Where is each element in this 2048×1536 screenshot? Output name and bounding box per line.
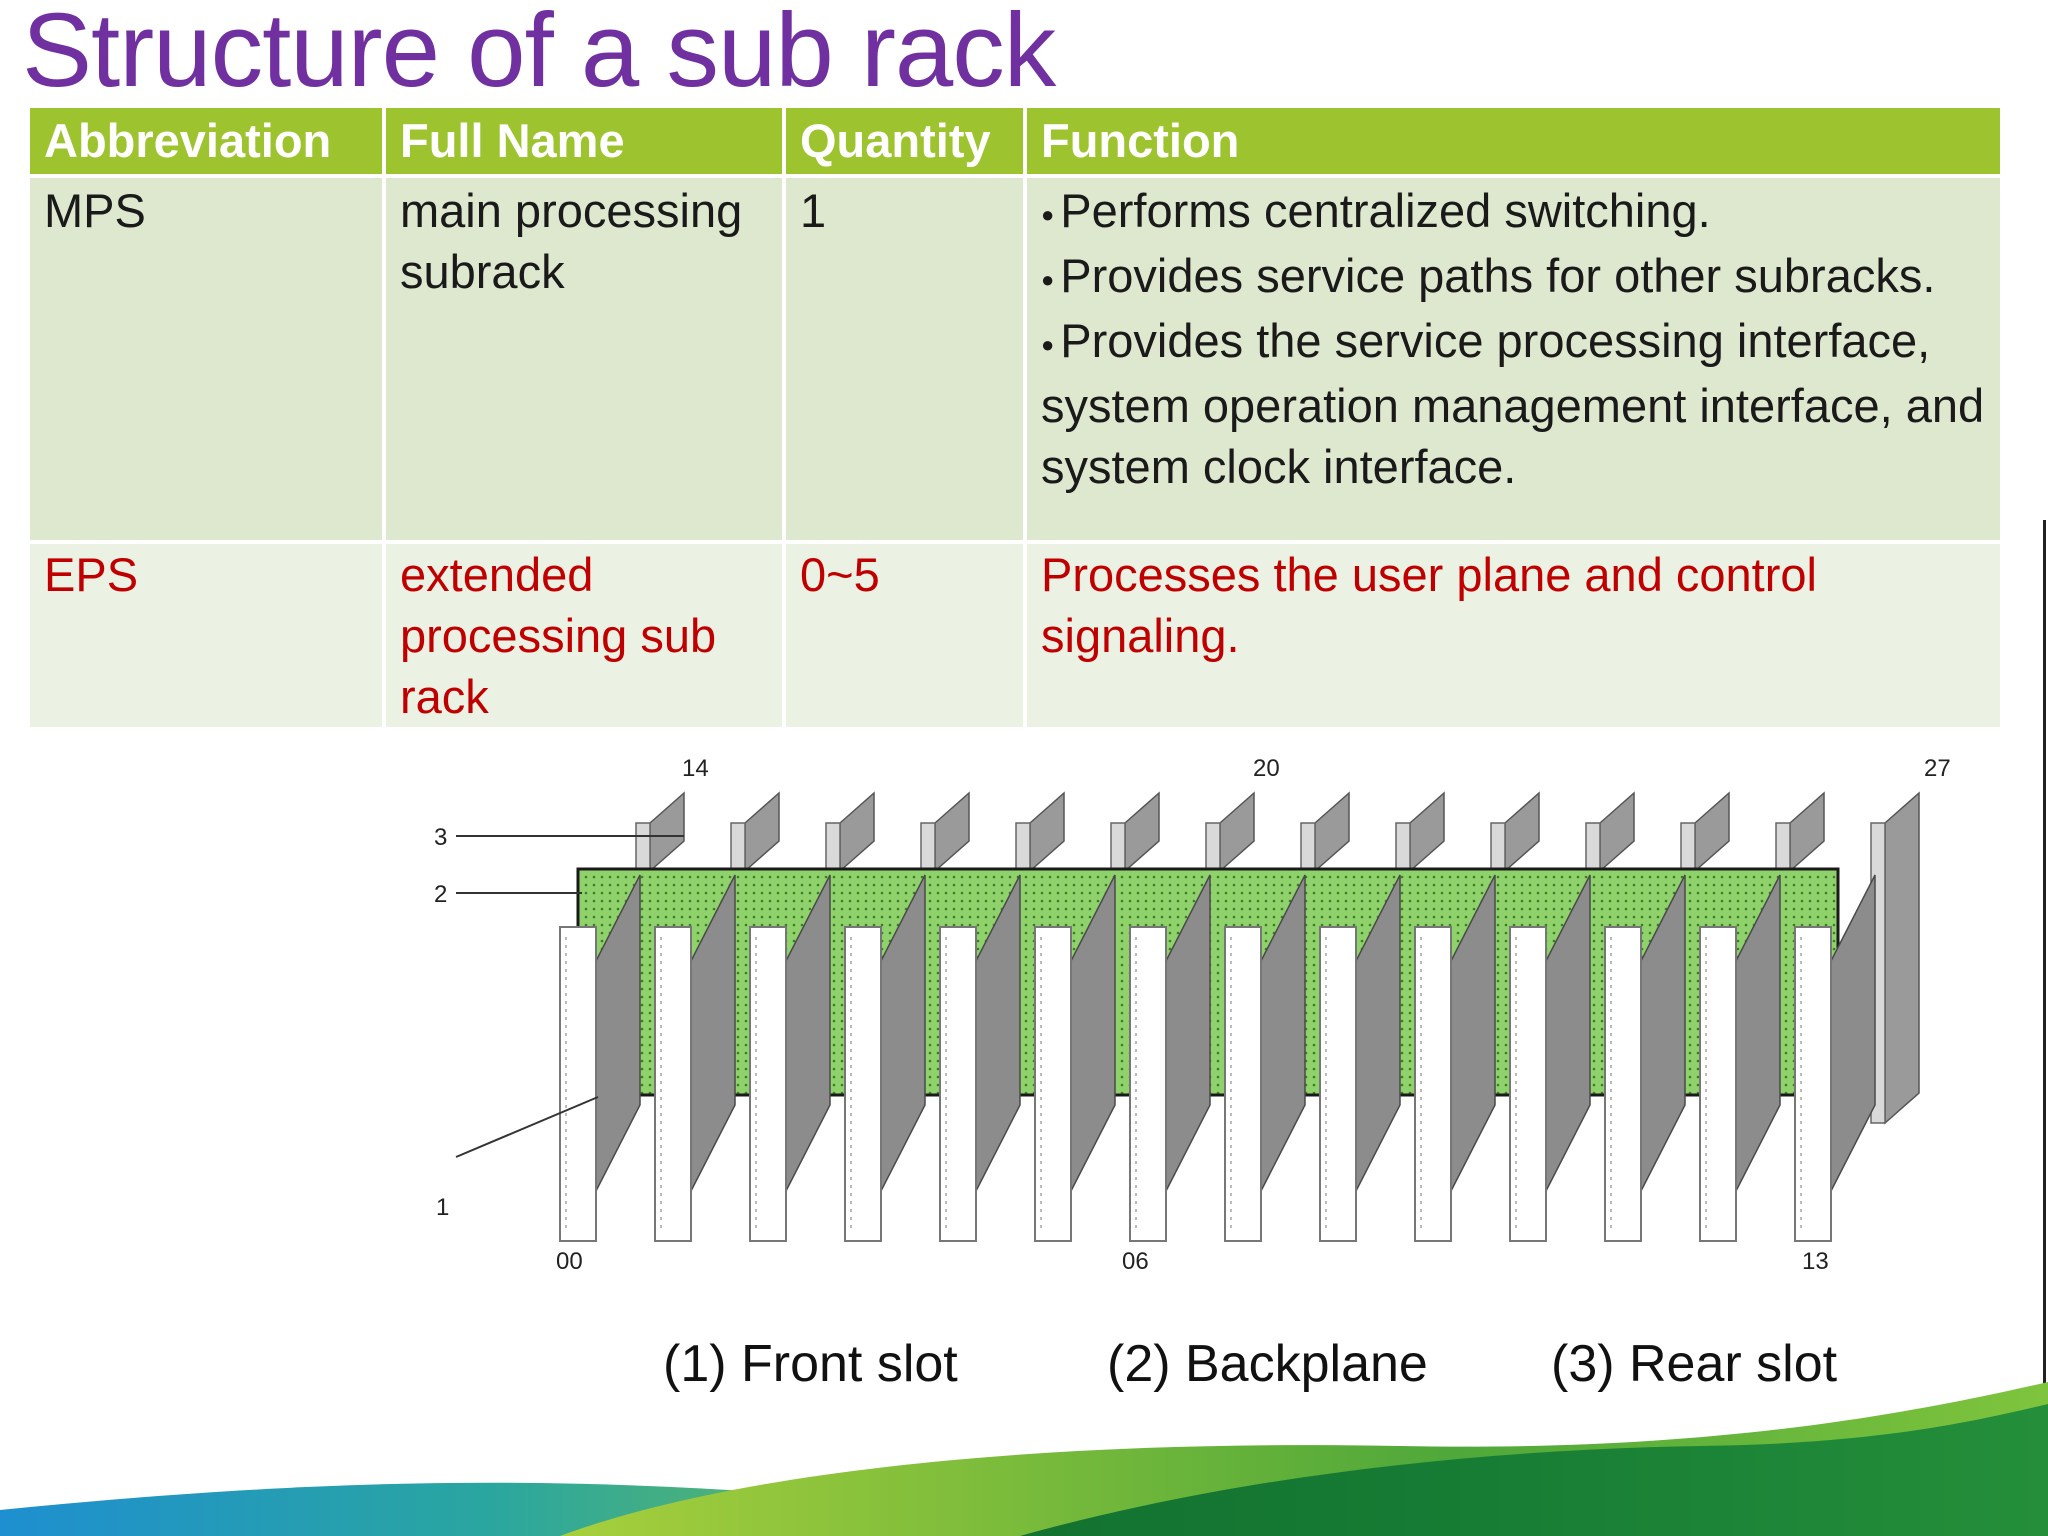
slot-label-top: 27 — [1924, 755, 1951, 782]
slide-edge-line — [2043, 520, 2046, 1536]
table-header-row: Abbreviation Full Name Quantity Function — [26, 104, 2004, 178]
rear-slot-board — [839, 791, 875, 873]
rear-slot-board — [649, 791, 685, 873]
header-abbreviation: Abbreviation — [26, 104, 386, 178]
header-full-name: Full Name — [382, 104, 786, 178]
rear-slot-edge — [825, 822, 841, 872]
rear-slot-board — [1124, 791, 1160, 873]
rear-slot-board — [1789, 791, 1825, 873]
caption-backplane: (2) Backplane — [1107, 1335, 1428, 1393]
slot-label-bottom: 00 — [556, 1248, 583, 1275]
rear-slot-board — [934, 791, 970, 873]
function-bullet-text: Provides the service processing interfac… — [1041, 314, 1985, 494]
subrack-table: Abbreviation Full Name Quantity Function… — [26, 104, 2004, 731]
callout-label-backplane: 2 — [434, 881, 447, 908]
rear-slot-edge — [1395, 822, 1411, 872]
rear-slot-board — [1219, 791, 1255, 873]
rear-slot-edge — [1585, 822, 1601, 872]
callout-label-rear: 3 — [434, 824, 447, 851]
cell-function: Processes the user plane and control sig… — [1023, 540, 2004, 731]
caption-rear-slot: (3) Rear slot — [1551, 1335, 1838, 1393]
rear-slot-board — [1599, 791, 1635, 873]
rear-slot-edge — [1300, 822, 1316, 872]
rear-slot-board — [744, 791, 780, 873]
bullet-icon: ● — [1041, 267, 1055, 293]
rear-slot-board — [1314, 791, 1350, 873]
slot-label-bottom: 13 — [1802, 1248, 1829, 1275]
table-row-mps: MPS main processing subrack 1 ●Performs … — [26, 174, 2004, 544]
cell-abbreviation: EPS — [26, 540, 386, 731]
bullet-icon: ● — [1041, 202, 1055, 228]
slide-title: Structure of a sub rack — [22, 0, 1056, 109]
cell-abbreviation: MPS — [26, 174, 386, 544]
function-bullet: ●Provides service paths for other subrac… — [1041, 245, 1986, 310]
rear-slot-edge — [1015, 822, 1031, 872]
swoosh-dark-green — [1020, 1404, 2048, 1536]
function-bullet: ●Performs centralized switching. — [1041, 180, 1986, 245]
cell-full-name: extended processing sub rack — [382, 540, 786, 731]
function-bullet-text: Performs centralized switching. — [1060, 184, 1711, 237]
rear-slot-board — [1694, 791, 1730, 873]
decorative-swoosh — [0, 1382, 2048, 1536]
rear-slot-edge — [635, 822, 651, 872]
callout-line-front — [455, 1096, 599, 1158]
rear-slot-board — [1504, 791, 1540, 873]
subrack-diagram: 3 2 1 14 20 27 00 06 13 — [434, 755, 1951, 1275]
rear-slot-edge — [1775, 822, 1791, 872]
rear-slot-board — [1409, 791, 1445, 873]
callout-label-front: 1 — [436, 1194, 449, 1221]
cell-quantity: 1 — [782, 174, 1027, 544]
bullet-icon: ● — [1041, 332, 1055, 358]
rear-slot-edge — [730, 822, 746, 872]
cell-full-name: main processing subrack — [382, 174, 786, 544]
cell-quantity: 0~5 — [782, 540, 1027, 731]
slot-label-bottom: 06 — [1122, 1248, 1149, 1275]
rear-slot-board — [1029, 791, 1065, 873]
function-bullet-text: Provides service paths for other subrack… — [1060, 249, 1936, 303]
rear-slot-board — [1884, 791, 1920, 1125]
header-quantity: Quantity — [782, 104, 1027, 178]
rear-slot-edge — [1205, 822, 1221, 872]
header-function: Function — [1023, 104, 2004, 178]
slot-label-top: 20 — [1253, 755, 1280, 782]
slot-label-top: 14 — [682, 755, 709, 782]
function-bullet: ●Provides the service processing interfa… — [1041, 310, 1986, 497]
rear-slot-edge — [920, 822, 936, 872]
rear-slot-edge — [1680, 822, 1696, 872]
caption-front-slot: (1) Front slot — [663, 1335, 958, 1393]
table-row-eps: EPS extended processing sub rack 0~5 Pro… — [26, 540, 2004, 731]
cell-function: ●Performs centralized switching. ●Provid… — [1023, 174, 2004, 544]
rear-slot-edge — [1110, 822, 1126, 872]
rear-slot-edge — [1490, 822, 1506, 872]
